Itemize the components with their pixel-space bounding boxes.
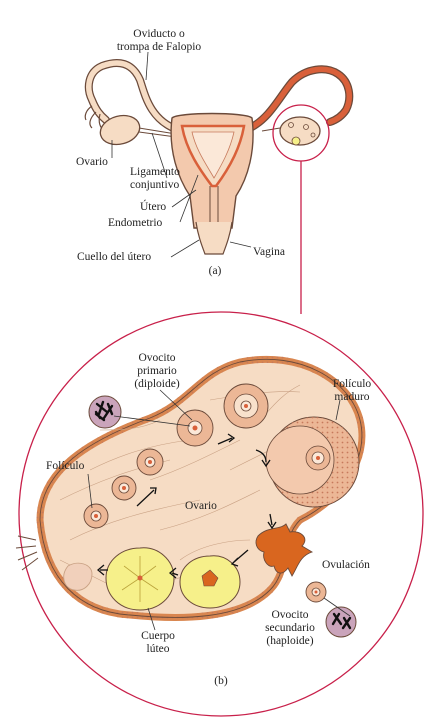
ovarian-ligament (138, 127, 177, 138)
mature-follicle-label: Folículo maduro (322, 378, 382, 404)
callout (18, 104, 424, 717)
corpus-luteum-line1: Cuerpo (141, 630, 175, 642)
secondary-oocyte-line3: (haploide) (266, 635, 314, 647)
female-reproductive-tract (84, 51, 354, 258)
primary-oocyte-line1: Ovocito (138, 352, 176, 364)
ligament-label: Ligamento conjuntivo (130, 166, 180, 192)
follicle-small-3 (136, 448, 164, 476)
primary-oocyte-label: Ovocito primario (diploide) (112, 352, 202, 391)
oviduct-label-line1: Oviducto o (133, 28, 185, 40)
ovary-label-a: Ovario (76, 156, 108, 168)
ligament-label-line1: Ligamento (130, 166, 180, 178)
corpus-luteum-line2: lúteo (146, 643, 170, 655)
panel-a-caption: (a) (208, 265, 222, 277)
cervix (209, 186, 219, 226)
endometrium-label: Endometrio (108, 217, 163, 229)
follicle-label: Folículo (46, 460, 85, 472)
corpus-albicans (63, 562, 93, 591)
right-ovary (279, 116, 321, 146)
vagina (195, 221, 233, 255)
ovulation-label: Ovulación (322, 559, 370, 571)
released-ovocyte (305, 581, 327, 603)
callout-large-circle (18, 311, 424, 717)
secondary-oocyte-line2: secundario (265, 622, 315, 634)
follicle-small-2 (111, 475, 137, 501)
corpus-luteum-2 (179, 555, 241, 609)
ligament-label-line2: conjuntivo (130, 179, 180, 191)
secondary-oocyte-line1: Ovocito (271, 609, 309, 621)
primary-oocyte-line2: primario (137, 365, 177, 377)
follicle-small-1 (83, 503, 109, 529)
ovary-label-b: Ovario (185, 500, 217, 512)
secondary-oocyte-label: Ovocito secundario (haploide) (254, 609, 326, 648)
mature-follicle-line1: Folículo (332, 378, 372, 390)
hilum-vessels (15, 535, 39, 571)
corpus-luteum-label: Cuerpo lúteo (133, 630, 183, 656)
vagina-label: Vagina (253, 246, 285, 258)
mature-follicle-line2: maduro (334, 391, 370, 403)
follicle-primary (176, 409, 214, 447)
left-ovary (99, 114, 141, 146)
corpus-luteum-1 (105, 547, 175, 611)
primary-oocyte-line3: (diploide) (134, 378, 180, 390)
process-arrows (96, 433, 277, 579)
oviduct-label-line2: trompa de Falopio (116, 41, 202, 53)
diploid-chromosomes (88, 395, 122, 429)
cervix-label: Cuello del útero (77, 251, 152, 263)
haploid-chromosomes (325, 606, 357, 638)
panel-b-caption: (b) (214, 675, 228, 687)
ovary-cross-section (15, 355, 366, 638)
follicle-growing (223, 383, 269, 429)
follicle-mature (265, 416, 360, 508)
uterus-label: Útero (140, 201, 167, 213)
oviduct-label: Oviducto o trompa de Falopio (104, 28, 214, 54)
ovulation-rupture (255, 523, 314, 577)
